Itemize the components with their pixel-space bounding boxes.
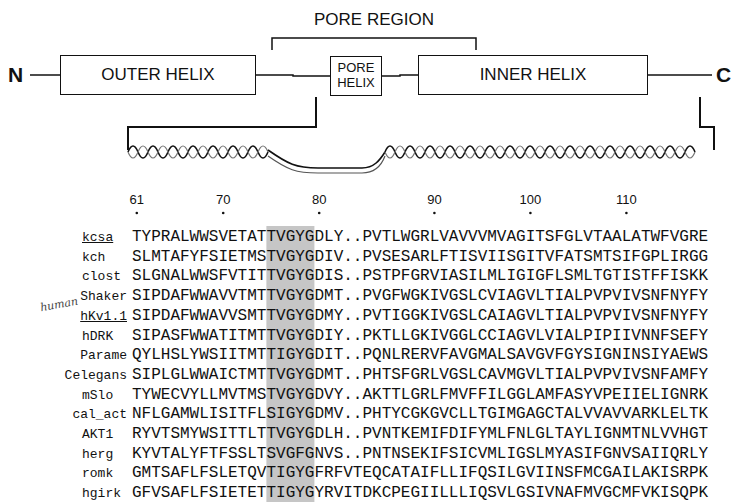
mapping-bracket — [128, 97, 316, 150]
sequence-row: SLGNALWWSFVTITTVGYGDIS..PSTPFGRVIASILMLI… — [132, 267, 708, 287]
sequence-name: romk — [82, 464, 113, 484]
helix-box: OUTER HELIX — [60, 55, 256, 95]
sequence-row: SIPLGLWWAICTMTTVGYGDMT..PHTSFGRLVGSLCAVM… — [132, 366, 708, 386]
backbone-line — [648, 74, 712, 76]
sequence-row: GMTSAFLFSLETQVTIGYGFRFVTEQCATAIFLLIFQSIL… — [132, 464, 708, 484]
sequence-row: SIPASFWWATITMTTVGYGDIY..PKTLLGKIVGGLCCIA… — [132, 327, 708, 347]
terminus-label: N — [8, 62, 23, 87]
residue-number: 70 — [216, 192, 230, 208]
helix-ribbon — [385, 146, 695, 158]
sequence-row: NFLGAMWLISITFLSIGYGDMV..PHTYCGKGVCLLTGIM… — [132, 405, 708, 425]
tick-dot — [529, 212, 532, 215]
sequence-row: TYPRALWWSVETATTVGYGDLY..PVTLWGRLVAVVVMVA… — [132, 228, 708, 248]
tick-dot — [433, 212, 436, 215]
helix-ribbon — [128, 146, 268, 158]
sequence-name: AKT1 — [82, 425, 113, 445]
sequence-row: SLMTAFYFSIETMSTVGYGDIV..PVSESARLFTISVIIS… — [132, 248, 708, 268]
region-title: PORE REGION — [314, 10, 434, 30]
residue-number: 90 — [427, 192, 441, 208]
sequence-row: RYVTSMYWSITTLTTVGYGDLH..PVNTKEMIFDIFYMLF… — [132, 425, 708, 445]
sequence-name: hDRK — [82, 327, 113, 347]
helix-box: PORE HELIX — [330, 56, 382, 96]
backbone-connector — [382, 75, 418, 76]
residue-number: 61 — [130, 192, 144, 208]
sequence-name: cal_act — [72, 405, 127, 425]
sequence-name: hgirk — [82, 484, 121, 502]
pore-region-bracket — [272, 38, 476, 50]
backbone-connector — [256, 75, 330, 76]
sequence-name: Parame — [80, 346, 127, 366]
residue-number: 100 — [520, 192, 542, 208]
sequence-name: hKv1.1 — [80, 307, 127, 327]
backbone-line — [30, 74, 60, 76]
tick-dot — [222, 212, 225, 215]
sequence-row: QYLHSLYWSIITMTTIGYGDIT..PQNLRERVFAVGMALS… — [132, 346, 708, 366]
sequence-row: TYWECVYLLMVTMSTVGYGDVY..AKTTLGRLFMVFFILG… — [132, 386, 708, 406]
terminus-label: C — [716, 62, 731, 87]
mapping-bracket — [700, 97, 714, 150]
sequence-row: SIPDAFWWAVVSMTTVGYGDMY..PVTIGGKIVGSLCAIA… — [132, 307, 708, 327]
sequence-name: herg — [82, 445, 113, 465]
helix-label: INNER HELIX — [480, 65, 587, 85]
tick-dot — [136, 212, 139, 215]
sequence-name: clost — [82, 267, 121, 287]
residue-number: 110 — [616, 192, 637, 208]
sequence-name: kcsa — [82, 228, 113, 248]
sequence-row: GFVSAFLFSIETETTIGYGYRVITDKCPEGIILLLIQSVL… — [132, 484, 708, 502]
sequence-row: SIPDAFWWAVVTMTTVGYGDMT..PVGFWGKIVGSLCVIA… — [132, 287, 708, 307]
handwritten-note: human — [39, 295, 79, 315]
loop-ribbon — [268, 156, 385, 173]
helix-ribbon — [385, 146, 695, 158]
helix-label: PORE HELIX — [337, 61, 375, 91]
sequence-row: KYVTALYFTFSSLTSVGFGNVS..PNTNSEKIFSICVMLI… — [132, 445, 708, 465]
helix-label: OUTER HELIX — [101, 65, 214, 85]
helix-box: INNER HELIX — [418, 55, 648, 95]
loop-ribbon — [268, 150, 385, 168]
tick-dot — [625, 212, 628, 215]
tick-dot — [318, 212, 321, 215]
helix-ribbon — [128, 146, 268, 158]
sequence-name: mSlo — [82, 386, 113, 406]
sequence-name: Celegans — [65, 366, 127, 386]
residue-number: 80 — [312, 192, 326, 208]
sequence-name: Shaker — [80, 287, 127, 307]
sequence-name: kch — [82, 248, 105, 268]
